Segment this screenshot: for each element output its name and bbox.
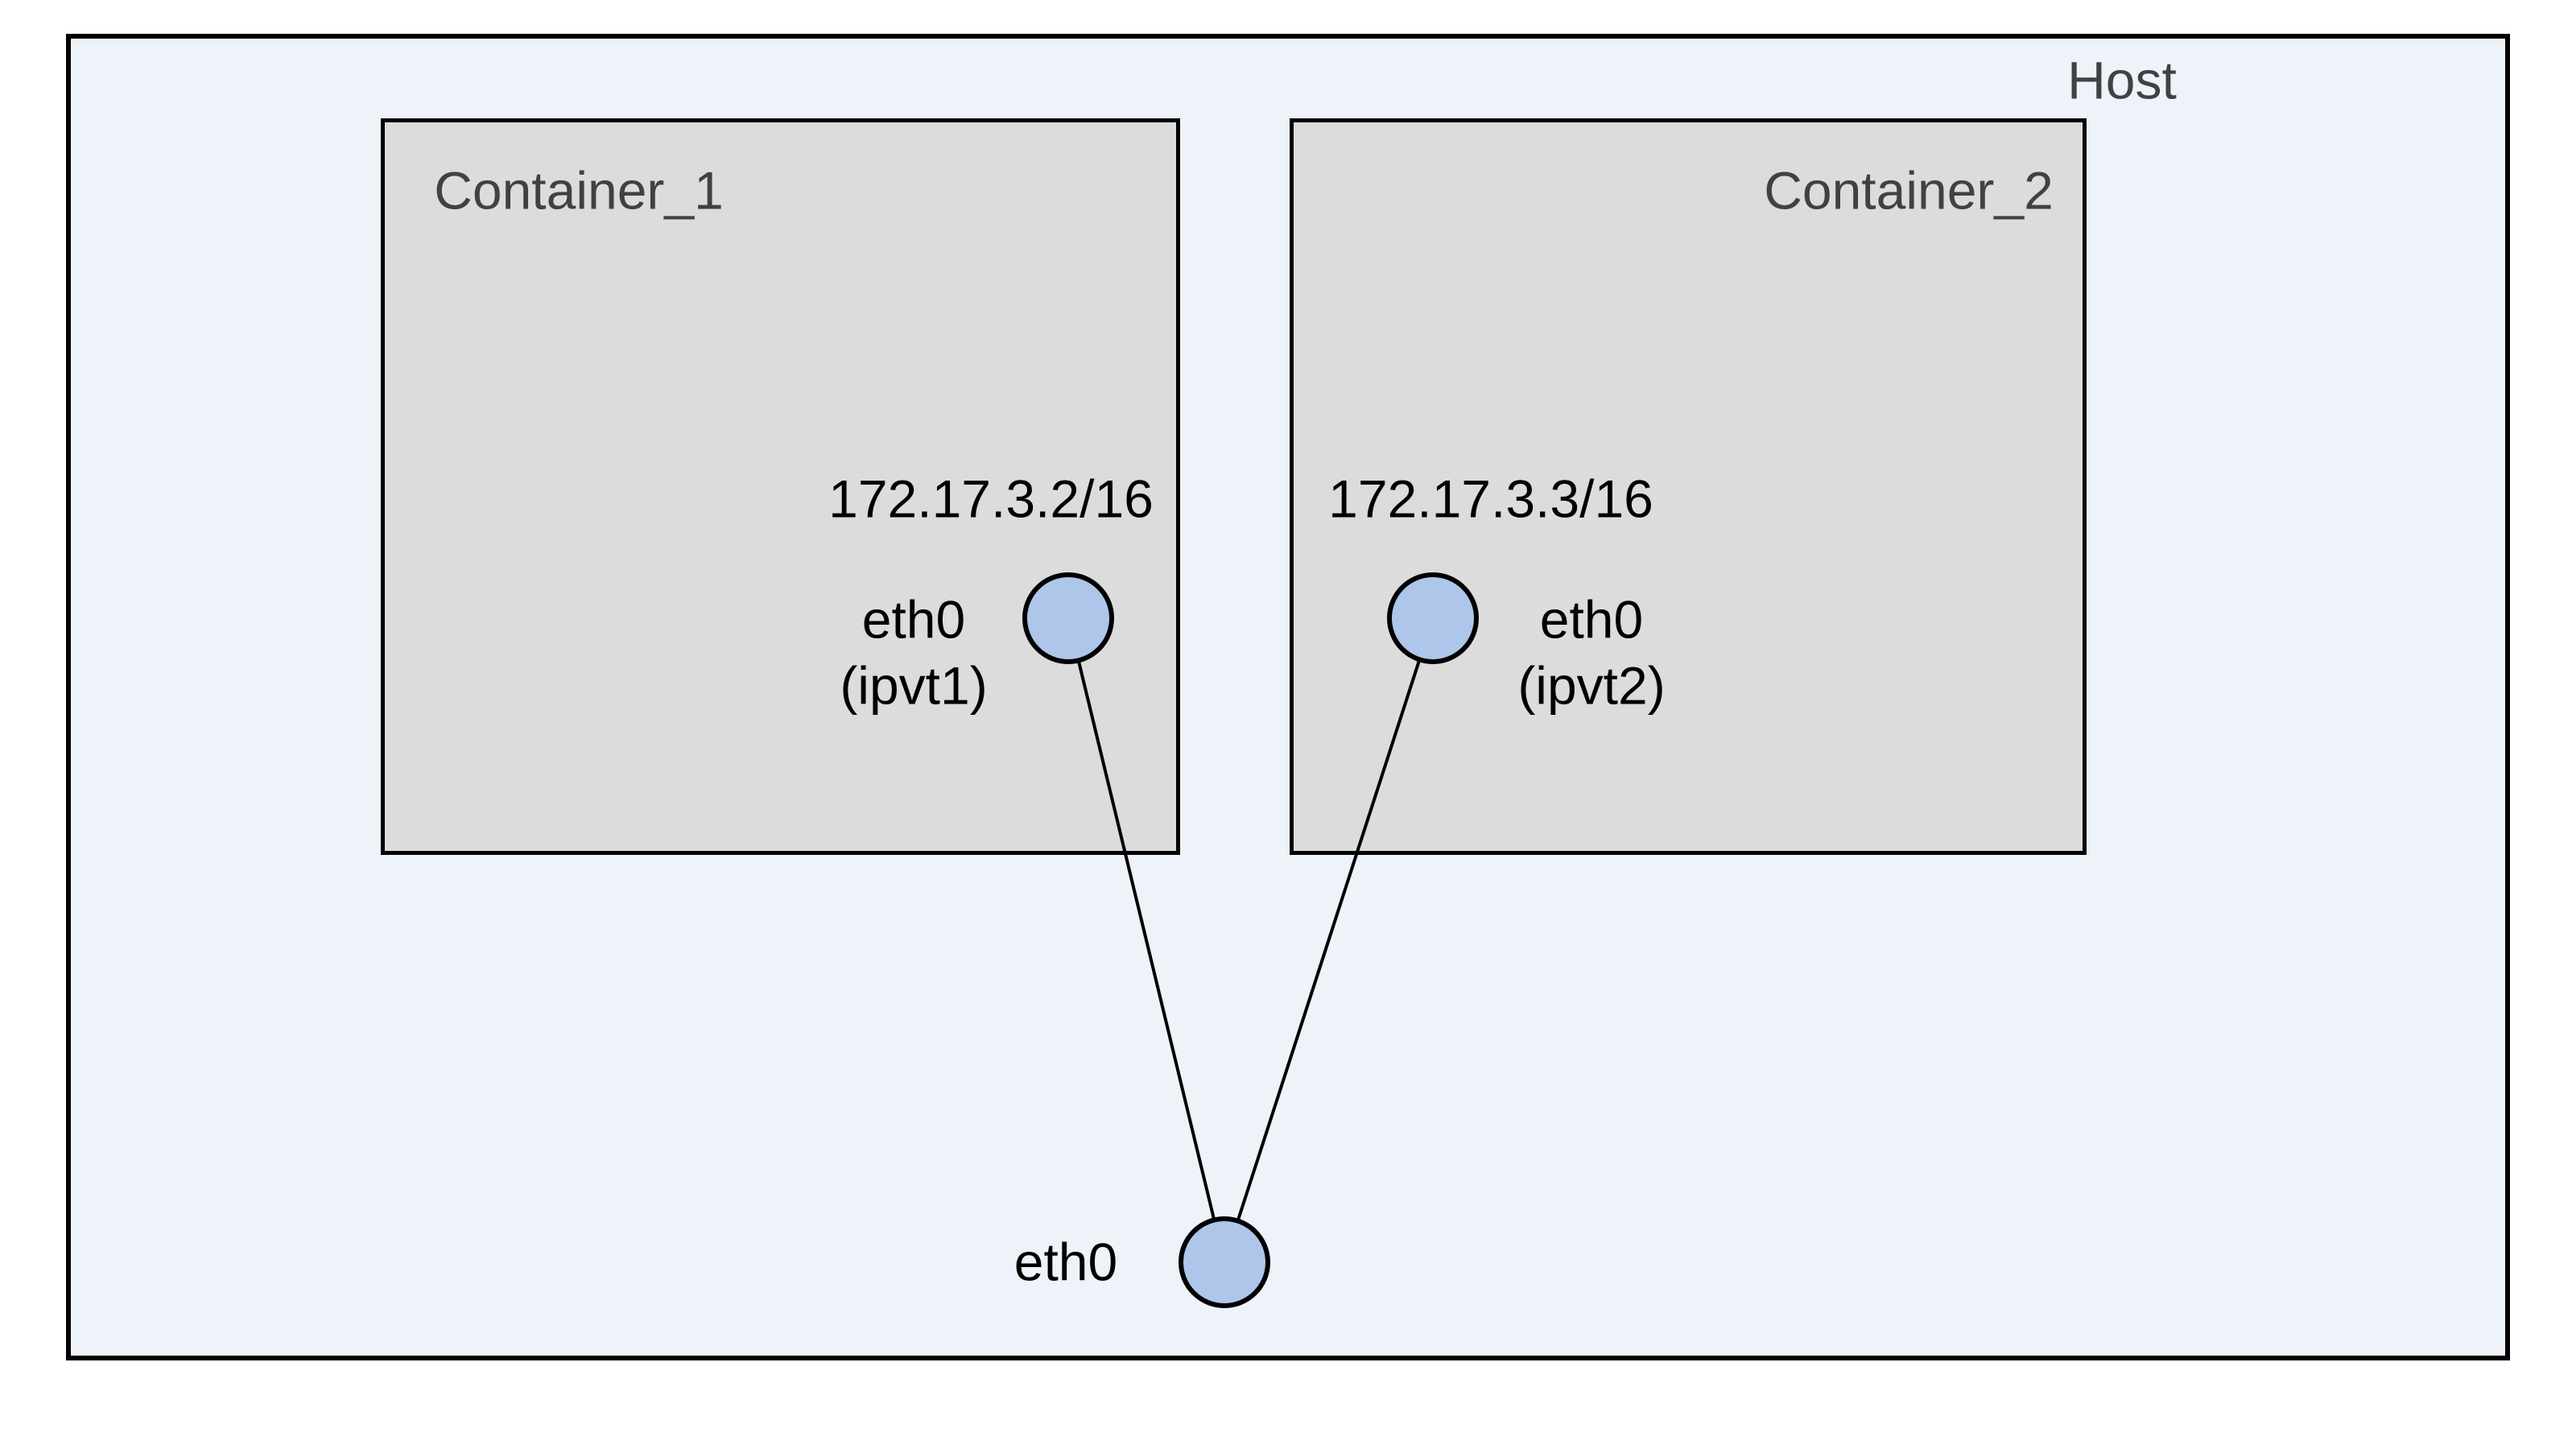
container-1-eth0-label: eth0 [861, 589, 966, 650]
container-1-label: Container_1 [434, 160, 724, 221]
container-2-label: Container_2 [1764, 160, 2054, 221]
container-1-veth-alias-label: (ipvt1) [840, 655, 988, 716]
container-1-ip-address: 172.17.3.2/16 [828, 469, 1154, 529]
host-box: Host Container_1 172.17.3.2/16 eth0 (ipv… [66, 34, 2510, 1360]
host-label: Host [2067, 50, 2177, 110]
host-eth0-label: eth0 [1013, 1232, 1118, 1292]
container-2-veth-alias-label: (ipvt2) [1517, 655, 1666, 716]
container-2-box: Container_2 172.17.3.3/16 eth0 (ipvt2) [1290, 118, 2087, 855]
container-1-box: Container_1 172.17.3.2/16 eth0 (ipvt1) [381, 118, 1180, 855]
container-2-eth0-label: eth0 [1539, 589, 1644, 650]
container-2-ip-address: 172.17.3.3/16 [1328, 469, 1653, 529]
